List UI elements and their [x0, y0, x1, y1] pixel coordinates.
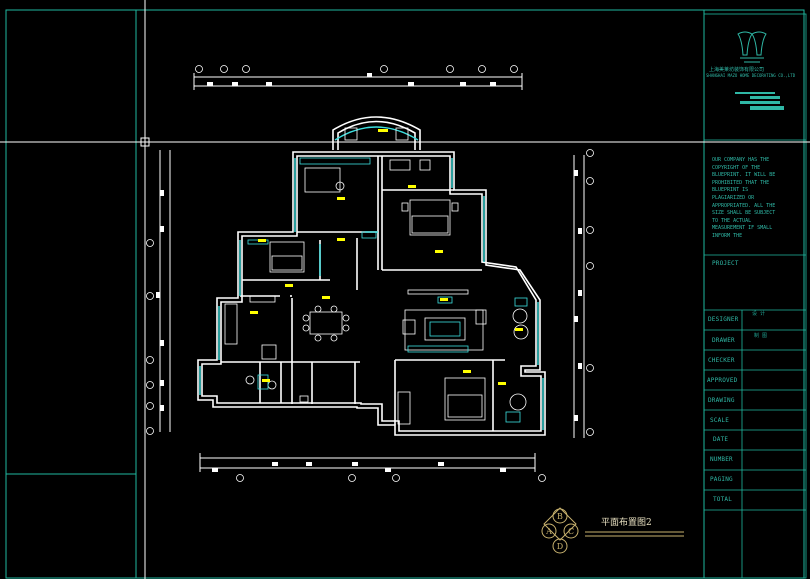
company-name-en: SHANGHAI MAZO HOME DECORATING CO.,LTD [706, 73, 796, 78]
dimension-marks-right [574, 170, 582, 421]
furniture-accents [247, 157, 528, 423]
grid-bubbles-left [146, 239, 154, 435]
number-label: NUMBER [710, 456, 733, 463]
compass-rose-icon [541, 507, 684, 554]
date-label: DATE [713, 436, 729, 443]
total-label: TOTAL [713, 496, 733, 503]
title-block-grid [703, 13, 807, 579]
dimension-line-bottom [199, 453, 536, 472]
compass-letters: B C A D [545, 512, 574, 551]
approved-label: APPROVED [707, 377, 738, 384]
company-logo-icon [737, 31, 767, 63]
checker-label: CHECKER [708, 357, 735, 364]
furniture [224, 127, 529, 425]
copyright-note: OUR COMPANY HAS THE COPYRIGHT OF THE BLU… [712, 157, 776, 239]
window-glazing [199, 126, 544, 430]
dimension-line-top [193, 73, 523, 90]
project-label: PROJECT [712, 260, 739, 267]
paging-label: PAGING [710, 476, 733, 483]
dimension-marks-bottom [212, 462, 506, 472]
dimension-marks-left [156, 190, 164, 411]
compass-letter-c: C [568, 527, 574, 536]
company-stamp [735, 92, 784, 110]
dimension-marks-top [207, 73, 496, 86]
grid-bubbles-top [195, 65, 518, 73]
room-tags [250, 129, 523, 385]
drawer-label: DRAWER [712, 337, 735, 344]
dimension-line-right [573, 155, 585, 438]
grid-bubbles-bottom [236, 474, 546, 482]
drawing-label: DRAWING [708, 397, 735, 404]
grid-bubbles-right [586, 149, 594, 436]
compass-letter-a: A [545, 527, 552, 536]
plan-title: 平面布置图2 [601, 518, 652, 528]
drawer-value[interactable]: 制 图 [754, 333, 768, 339]
scale-label: SCALE [710, 417, 730, 424]
compass-letter-d: D [557, 542, 563, 551]
company-name: 上海美莱坊装饰有限公司 [709, 67, 765, 73]
compass-letter-b: B [557, 512, 563, 521]
designer-label: DESIGNER [708, 316, 739, 323]
designer-value[interactable]: 设 计 [752, 311, 766, 317]
